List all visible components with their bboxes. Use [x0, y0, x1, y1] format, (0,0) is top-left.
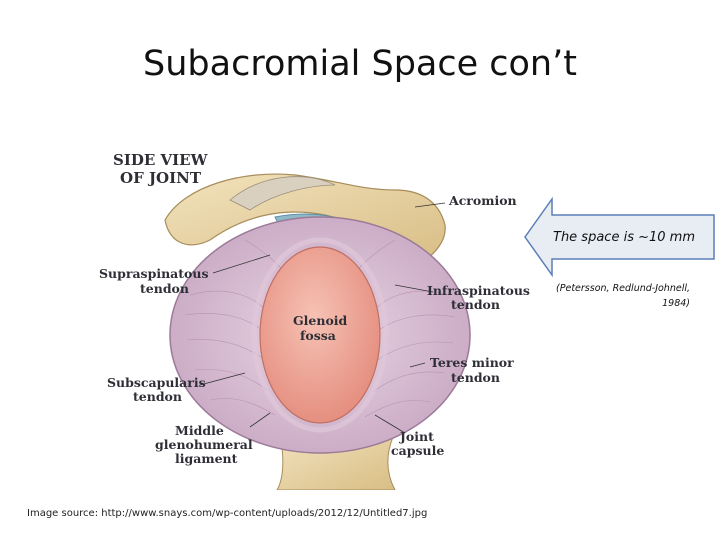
shoulder-joint-diagram: SIDE VIEW OF JOINT Acromion Supraspinato… [99, 151, 530, 490]
label-ligament: ligament [175, 451, 238, 466]
label-fossa: fossa [300, 328, 336, 343]
citation-line-2: 1984) [662, 298, 690, 309]
label-teres-minor: Teres minor [430, 355, 514, 370]
label-teres-tendon: tendon [451, 370, 500, 385]
label-acromion: Acromion [448, 193, 517, 208]
citation-line-1: (Petersson, Redlund-Johnell, [556, 283, 690, 294]
label-infraspinatous-tendon: tendon [451, 297, 500, 312]
slide-title: Subacromial Space con’t [143, 44, 577, 84]
heading-side-view: SIDE VIEW [113, 151, 209, 169]
heading-of-joint: OF JOINT [120, 169, 202, 187]
label-subscapularis: Subscapularis [107, 375, 206, 390]
label-infraspinatous: Infraspinatous [427, 283, 530, 298]
label-subscapularis-tendon: tendon [133, 389, 182, 404]
citation: (Petersson, Redlund-Johnell, 1984) [545, 281, 690, 311]
label-supraspinatous: Supraspinatous [99, 266, 209, 281]
label-middle: Middle [175, 423, 224, 438]
label-joint: Joint [399, 429, 434, 444]
leader-lines [199, 202, 446, 434]
callout-text: The space is ~10 mm [553, 230, 695, 245]
callout-arrow-shape [524, 197, 715, 277]
coracoacromial-ligament [229, 176, 336, 211]
glenoid-labrum [251, 237, 389, 433]
glenoid-fossa [259, 246, 381, 424]
image-source: Image source: http://www.snays.com/wp-co… [27, 508, 428, 519]
label-glenohumeral: glenohumeral [155, 437, 253, 452]
label-glenoid: Glenoid [293, 313, 348, 328]
label-supraspinatous-tendon: tendon [140, 281, 189, 296]
label-capsule: capsule [391, 443, 444, 458]
